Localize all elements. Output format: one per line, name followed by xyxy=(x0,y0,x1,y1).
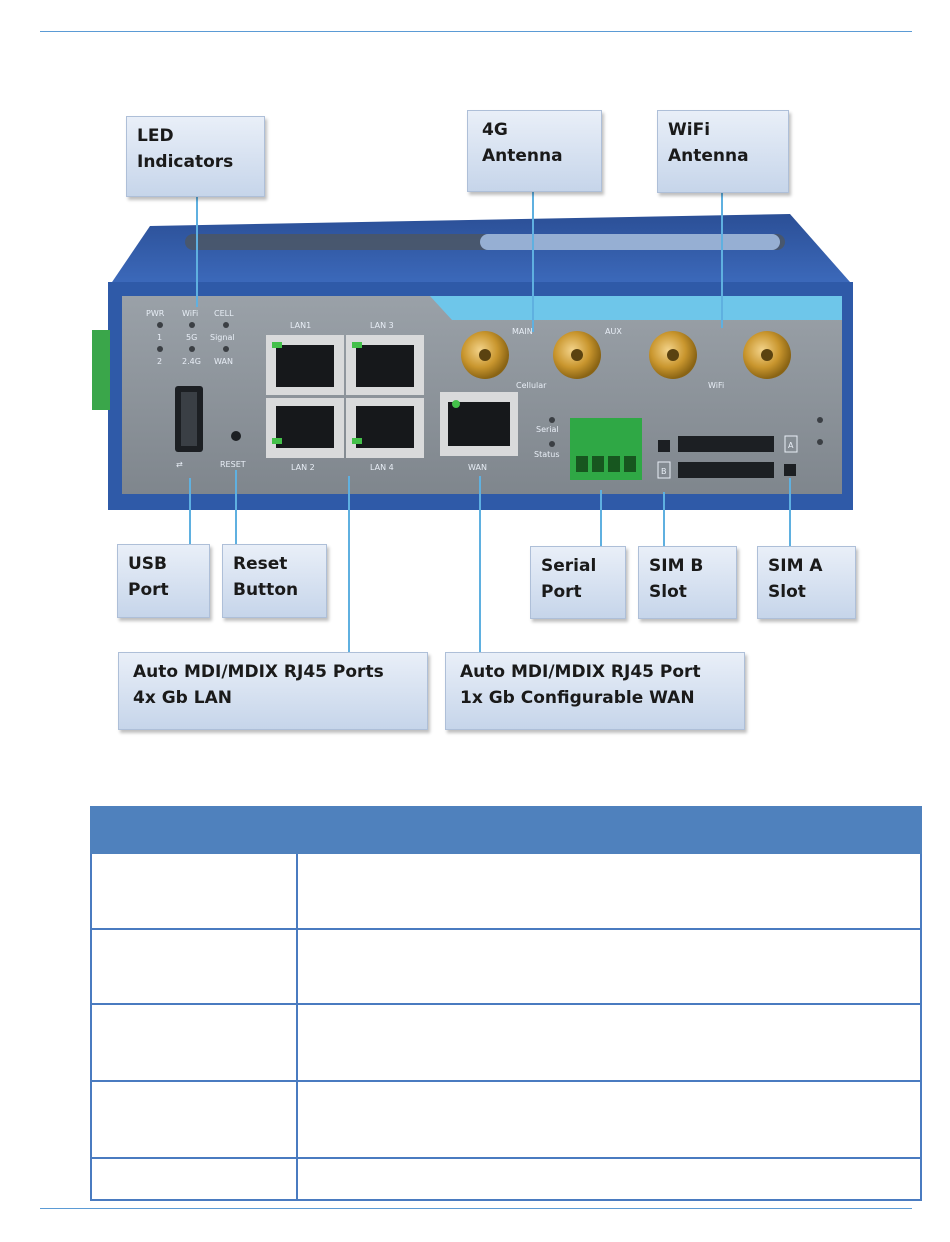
sim-a-letter: A xyxy=(788,441,794,450)
leader-wifi xyxy=(721,193,723,328)
callout-wan-port: Auto MDI/MDIX RJ45 Port 1x Gb Configurab… xyxy=(445,652,745,730)
leader-wan xyxy=(479,476,481,652)
table-header-row xyxy=(90,806,922,854)
callout-wifi-antenna: WiFi Antenna xyxy=(657,110,789,193)
sim-b-letter: B xyxy=(661,467,667,476)
lan4-label: LAN 4 xyxy=(370,463,394,472)
reset-button xyxy=(231,431,241,441)
led-label-2: 2 xyxy=(157,357,162,366)
table-cell xyxy=(296,1156,922,1202)
leader-serial xyxy=(600,490,602,546)
callout-reset-button: Reset Button xyxy=(222,544,327,618)
callout-serial-port: Serial Port xyxy=(530,546,626,619)
aux-label: AUX xyxy=(605,327,622,336)
header-cell xyxy=(296,806,922,854)
leader-sim-a xyxy=(789,478,791,546)
leader-usb xyxy=(189,478,191,544)
sim-a-slot xyxy=(678,436,774,452)
leader-sim-b xyxy=(663,492,665,546)
callout-4g-antenna: 4G Antenna xyxy=(467,110,602,192)
header-cell xyxy=(90,806,298,854)
wifi-ant-label: WiFi xyxy=(708,381,724,390)
table-cell xyxy=(90,927,298,1006)
table-cell xyxy=(296,852,922,930)
led-label-cell: CELL xyxy=(214,309,234,318)
callout-usb-port: USB Port xyxy=(117,544,210,618)
leader-lan xyxy=(348,476,350,652)
panel-accent xyxy=(430,296,842,320)
lan2-label: LAN 2 xyxy=(291,463,315,472)
leader-4g xyxy=(532,192,534,332)
wan-label: WAN xyxy=(468,463,487,472)
table-row xyxy=(90,1003,922,1082)
antenna-connectors xyxy=(461,331,791,379)
table-cell xyxy=(90,1079,298,1159)
led-label-5g: 5G xyxy=(186,333,197,342)
table-cell xyxy=(90,1003,298,1082)
led-indicators xyxy=(157,322,229,352)
status-led-label: Status xyxy=(534,450,560,459)
led-label-wan: WAN xyxy=(214,357,233,366)
led-label-24g: 2.4G xyxy=(182,357,201,366)
table-row xyxy=(90,852,922,930)
table-cell xyxy=(296,1003,922,1082)
led-label-pwr: PWR xyxy=(146,309,165,318)
spec-table xyxy=(90,806,922,1202)
main-label: MAIN xyxy=(512,327,533,336)
side-connector xyxy=(92,330,110,410)
callout-led-indicators: LED Indicators xyxy=(126,116,265,197)
led-label-wifi: WiFi xyxy=(182,309,198,318)
reset-label: RESET xyxy=(220,460,246,469)
lan1-label: LAN1 xyxy=(290,321,311,330)
bottom-rule xyxy=(40,1208,912,1209)
table-cell xyxy=(296,927,922,1006)
cellular-label: Cellular xyxy=(516,381,547,390)
usb-symbol-icon: ⇄ xyxy=(176,460,183,469)
sim-b-slot xyxy=(678,462,774,478)
serial-led-label: Serial xyxy=(536,425,559,434)
top-rule xyxy=(40,31,912,32)
table-cell xyxy=(90,852,298,930)
table-cell xyxy=(296,1079,922,1159)
callout-sim-b-slot: SIM B Slot xyxy=(638,546,737,619)
lan3-label: LAN 3 xyxy=(370,321,394,330)
leader-led xyxy=(196,197,198,307)
router-illustration: PWR WiFi CELL 1 2 5G 2.4G Signal WAN ⇄ R… xyxy=(92,214,853,510)
chassis-top xyxy=(108,214,850,288)
callout-lan-ports: Auto MDI/MDIX RJ45 Ports 4x Gb LAN xyxy=(118,652,428,730)
lan-ports xyxy=(266,335,424,458)
table-row xyxy=(90,927,922,1006)
table-row xyxy=(90,1079,922,1159)
led-label-1: 1 xyxy=(157,333,162,342)
callout-sim-a-slot: SIM A Slot xyxy=(757,546,856,619)
led-label-signal: Signal xyxy=(210,333,235,342)
leader-reset xyxy=(235,470,237,544)
table-row xyxy=(90,1156,922,1202)
table-cell xyxy=(90,1156,298,1202)
